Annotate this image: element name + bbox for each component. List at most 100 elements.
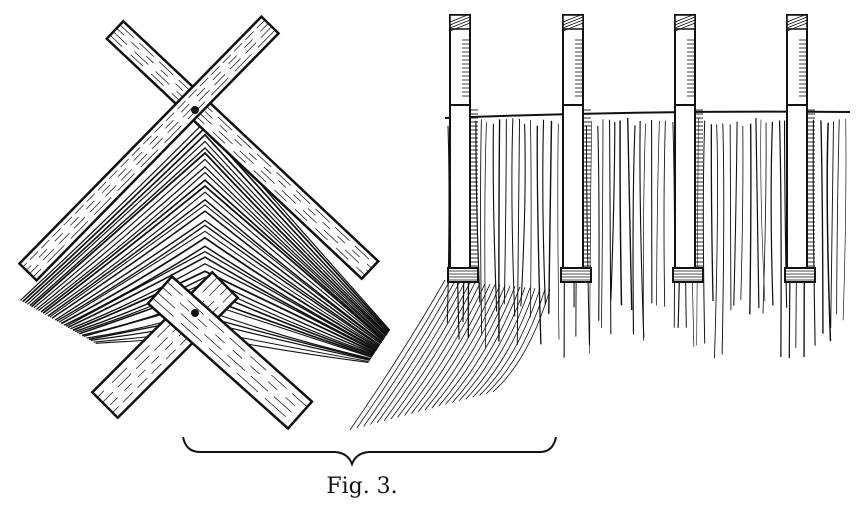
end-hatch (562, 16, 584, 26)
post-foot (784, 267, 816, 283)
thatch-stroke (520, 123, 526, 307)
thatch-slope-stroke (431, 285, 506, 409)
beam-left-to-right (105, 19, 380, 281)
thatch-stroke (721, 123, 725, 355)
wood-grain (97, 277, 218, 398)
thatch-stroke (484, 122, 487, 348)
thatch-stroke (548, 120, 553, 314)
thatch-stroke (619, 120, 623, 306)
wood-grain (22, 19, 266, 268)
beam-right-to-left (17, 14, 281, 283)
thatch-layer-line (30, 151, 388, 336)
wood-grain (157, 292, 298, 418)
crossed-beams-thatch-corner (17, 14, 391, 431)
thatch-slope-stroke (383, 282, 471, 422)
crossing-peg (191, 106, 199, 114)
thatch-stroke (714, 124, 718, 358)
thatch-stroke (842, 118, 847, 321)
thatch-stroke (733, 121, 738, 306)
thatch-layer-line (47, 198, 383, 343)
wood-grain (113, 31, 369, 273)
thatch-stroke (610, 121, 616, 301)
thatch-stroke (770, 121, 774, 306)
peg-hole (191, 309, 199, 317)
wood-grain (29, 26, 272, 274)
thatch-layer-line (29, 147, 388, 335)
post-lower (449, 104, 471, 271)
thatch-stroke (830, 121, 834, 329)
end-hatch (449, 22, 471, 32)
end-hatch (674, 16, 696, 26)
post-lower (786, 104, 808, 271)
thatch-slope-stroke (451, 286, 521, 403)
wood-grain (109, 34, 366, 276)
thatch-layer-line (67, 256, 377, 352)
thatch-stroke (656, 120, 660, 306)
thatch-stroke (710, 124, 714, 302)
thatch-stroke (609, 119, 612, 335)
thatch-layer-line (44, 191, 384, 342)
thatch-layer-line (49, 204, 382, 344)
thatch-layer-line (56, 224, 380, 347)
thatch-layer-line (72, 270, 376, 354)
thatch-stroke (632, 125, 636, 335)
thatch-wall-with-posts (349, 13, 852, 431)
thatch-stroke (702, 120, 706, 344)
thatch-stroke (749, 123, 752, 315)
end-hatch (674, 22, 696, 32)
thatch-stroke (696, 118, 699, 346)
end-hatch (786, 19, 808, 29)
thatch-stroke (643, 123, 646, 341)
thatch-stroke (627, 118, 633, 311)
thatch-stroke (557, 123, 560, 340)
end-hatch (786, 13, 808, 23)
thatch-stroke (778, 120, 782, 357)
thatch-stroke (542, 119, 546, 305)
wood-grain (162, 287, 303, 413)
thatch-stroke (516, 118, 520, 346)
thatch-layer-line (40, 179, 385, 340)
thatch-stroke (492, 123, 498, 312)
thatch-slope-stroke (445, 286, 516, 405)
end-hatch (674, 19, 696, 29)
thatch-layer-line (65, 250, 378, 351)
thatch-stroke (762, 122, 767, 314)
thatch-stroke (601, 119, 604, 328)
thatch-stroke (536, 125, 542, 345)
thatch-slope-stroke (411, 283, 491, 414)
end-hatch (562, 22, 584, 32)
wood-grain (32, 29, 276, 278)
thatch-slope-stroke (417, 284, 496, 413)
lower-piece-right (146, 274, 314, 431)
thatch-layer-line (70, 263, 376, 353)
end-hatch (674, 13, 696, 23)
thatch-slope-stroke (363, 280, 456, 427)
thatch-stroke (729, 124, 732, 311)
thatch-layer-line (54, 219, 381, 346)
end-hatch (786, 16, 808, 26)
wood-grain (119, 24, 376, 266)
brace-bracket (182, 436, 557, 467)
thatch-slope-stroke (404, 283, 486, 416)
thatch-layer-line (38, 171, 386, 339)
thatch-slope-stroke (486, 288, 546, 394)
thatch-stroke (740, 125, 744, 301)
wood-grain (116, 27, 372, 269)
wall-fill (350, 112, 852, 430)
thatch-stroke (663, 120, 666, 307)
end-hatch (449, 19, 471, 29)
thatch-layer-line (33, 158, 387, 337)
thatch-stroke (812, 119, 816, 346)
end-hatch (562, 19, 584, 29)
thatch-slope-stroke (397, 283, 481, 418)
thatch-stroke (836, 119, 840, 315)
thatch-layer-line (35, 165, 386, 338)
thatch-slope-stroke (465, 287, 531, 400)
thatch-layer-line (63, 245, 378, 350)
thatch-stroke (826, 122, 832, 342)
thatch-slope-stroke (424, 284, 501, 411)
thatch-slope-stroke (479, 288, 541, 396)
end-hatch (449, 16, 471, 26)
